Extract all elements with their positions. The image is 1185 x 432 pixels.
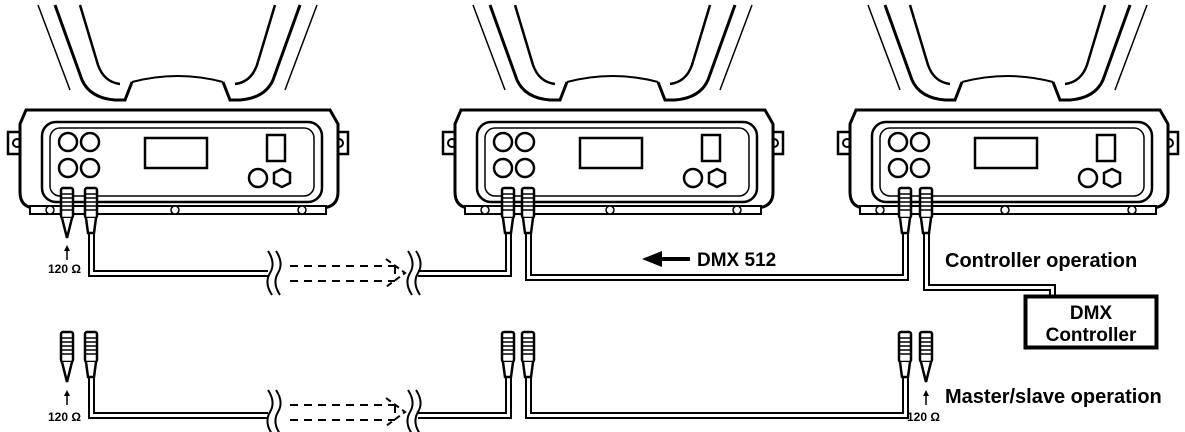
dashed-arrow-head [385, 258, 407, 288]
terminator-plug-top [59, 186, 75, 240]
cable-break [266, 389, 282, 432]
terminator-label-bottom-right: 120 Ω [907, 410, 940, 424]
dmx-plug [83, 186, 99, 235]
cable-break [266, 250, 282, 296]
terminator-plug-bottom [59, 330, 75, 384]
dashed-extension [290, 404, 396, 421]
terminator-label-bottom-left: 120 Ω [48, 410, 81, 424]
master-slave-operation-label: Master/slave operation [945, 386, 1162, 408]
dmx-controller-box: DMX Controller [1023, 294, 1159, 350]
dmx-signal-label: DMX 512 [697, 250, 776, 271]
dmx-plug [83, 330, 99, 379]
dmx-plug [918, 186, 934, 235]
dashed-arrow-head [385, 397, 407, 427]
controller-box-line1: DMX [1070, 303, 1113, 324]
controller-box-line2: Controller [1046, 325, 1137, 346]
dmx-plug [897, 330, 913, 379]
fixture-3 [836, 3, 1180, 216]
dmx-plug [897, 186, 913, 235]
terminator-label-top: 120 Ω [48, 262, 81, 276]
dmx-plug [520, 186, 536, 235]
fixture-1 [6, 3, 350, 216]
dmx-cable-bottom [88, 377, 909, 419]
terminator-indicator-top [64, 245, 70, 260]
cable-break [406, 389, 422, 432]
dmx-plug [500, 186, 516, 235]
dmx-cable-top [88, 233, 1056, 298]
dashed-extension [290, 265, 396, 282]
cable-break [406, 250, 422, 296]
controller-operation-label: Controller operation [945, 250, 1137, 272]
dmx-plug [520, 330, 536, 379]
terminator-indicator-bottom-left [64, 390, 70, 405]
terminator-plug-bottom [918, 330, 934, 384]
signal-arrow-icon [642, 251, 690, 267]
fixture-2 [441, 3, 785, 216]
dmx-plug [500, 330, 516, 379]
terminator-indicator-bottom-right [923, 390, 929, 405]
